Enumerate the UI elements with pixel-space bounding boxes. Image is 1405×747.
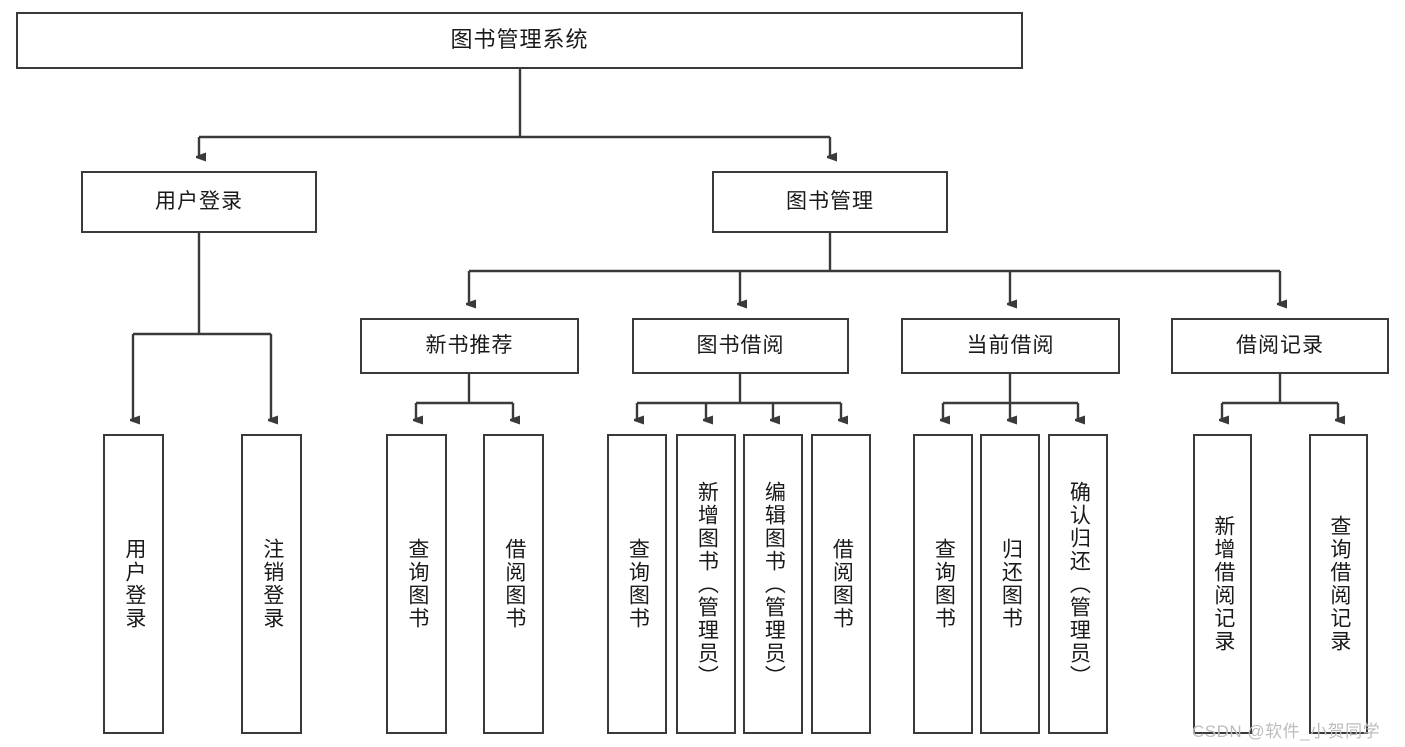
- level2-node-当前借阅: 当前借阅: [901, 318, 1120, 374]
- level2-node-图书借阅: 图书借阅: [632, 318, 849, 374]
- leaf-node-确认归还管理员: 确认归还（管理员）: [1048, 434, 1108, 734]
- watermark-text: CSDN @软件_小贺同学: [1192, 722, 1381, 741]
- leaf-node-编辑图书管理员: 编辑图书（管理员）: [743, 434, 803, 734]
- node-label: 查询借阅记录: [1327, 515, 1351, 653]
- level2-node-新书推荐: 新书推荐: [360, 318, 579, 374]
- node-label: 新书推荐: [425, 334, 514, 358]
- root-node-图书管理系统: 图书管理系统: [16, 12, 1023, 69]
- leaf-node-查询图书: 查询图书: [913, 434, 973, 734]
- node-label: 用户登录: [122, 538, 146, 630]
- level1-node-图书管理: 图书管理: [712, 171, 948, 233]
- leaf-node-查询图书: 查询图书: [386, 434, 447, 734]
- node-label: 新增图书（管理员）: [695, 480, 719, 688]
- node-label: 归还图书: [999, 538, 1023, 630]
- leaf-node-借阅图书: 借阅图书: [811, 434, 871, 734]
- node-label: 用户登录: [155, 190, 243, 214]
- leaf-node-注销登录: 注销登录: [241, 434, 302, 734]
- node-label: 确认归还（管理员）: [1067, 480, 1091, 688]
- leaf-node-用户登录: 用户登录: [103, 434, 164, 734]
- node-label: 注销登录: [260, 538, 284, 630]
- node-label: 新增借阅记录: [1211, 515, 1235, 653]
- node-label: 借阅记录: [1236, 334, 1324, 358]
- level2-node-借阅记录: 借阅记录: [1171, 318, 1389, 374]
- node-label: 借阅图书: [502, 538, 526, 630]
- node-label: 查询图书: [405, 538, 429, 630]
- node-label: 当前借阅: [966, 334, 1055, 358]
- node-label: 图书管理: [786, 190, 874, 214]
- leaf-node-新增借阅记录: 新增借阅记录: [1193, 434, 1252, 734]
- leaf-node-查询图书: 查询图书: [607, 434, 667, 734]
- node-label: 编辑图书（管理员）: [762, 480, 786, 688]
- leaf-node-新增图书管理员: 新增图书（管理员）: [676, 434, 736, 734]
- node-label: 查询图书: [626, 538, 650, 630]
- node-label: 图书管理系统: [450, 27, 589, 53]
- level1-node-用户登录: 用户登录: [81, 171, 317, 233]
- node-label: 查询图书: [932, 538, 956, 630]
- node-label: 借阅图书: [830, 538, 854, 630]
- node-label: 图书借阅: [696, 334, 785, 358]
- leaf-node-查询借阅记录: 查询借阅记录: [1309, 434, 1368, 734]
- leaf-node-归还图书: 归还图书: [980, 434, 1040, 734]
- leaf-node-借阅图书: 借阅图书: [483, 434, 544, 734]
